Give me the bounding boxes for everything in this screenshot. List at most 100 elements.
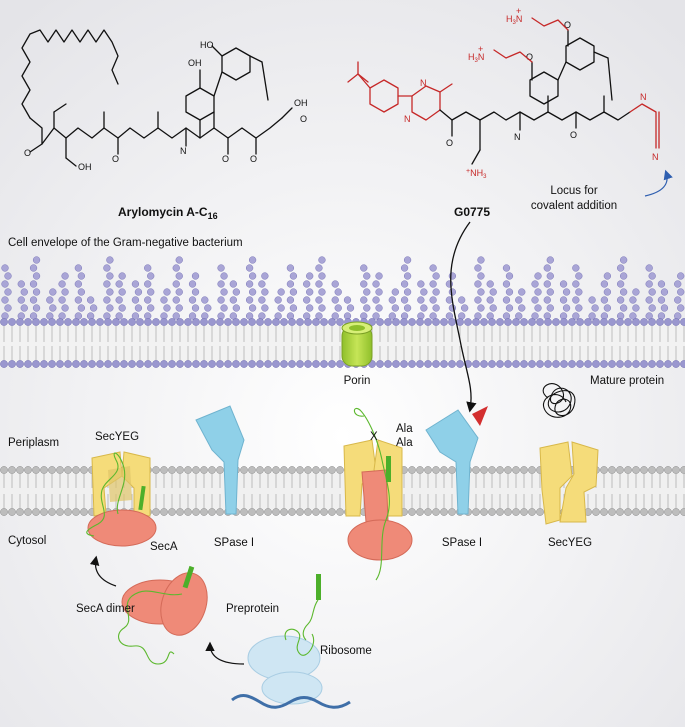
lipid-head xyxy=(408,466,416,474)
lipid-head xyxy=(240,466,248,474)
lipid-head xyxy=(664,466,672,474)
lps-sugar xyxy=(245,296,254,304)
lps-sugar xyxy=(163,304,171,312)
lps-sugar xyxy=(420,304,428,312)
lipid-head xyxy=(296,318,304,326)
lipid-head xyxy=(80,360,88,368)
lps-sugar xyxy=(86,296,95,304)
lps-sugar xyxy=(61,272,69,280)
lipid-head xyxy=(448,360,456,368)
lps-sugar xyxy=(172,280,180,288)
lipid-head xyxy=(184,318,192,326)
seca-dimer-label: SecA dimer xyxy=(76,603,135,615)
arylomycin-label: Arylomycin A-C16 xyxy=(118,205,218,221)
lipid-head xyxy=(672,466,680,474)
lps-sugar xyxy=(543,264,551,272)
lipid-head xyxy=(456,318,464,326)
lps-sugar xyxy=(375,288,383,296)
atom-o-ether-1: O xyxy=(526,52,533,62)
lps-sugar xyxy=(588,312,596,320)
lps-sugar xyxy=(175,272,183,280)
lipid-head xyxy=(496,466,504,474)
lipid-head xyxy=(320,466,328,474)
lps-sugar xyxy=(531,312,539,320)
lipid-head xyxy=(528,360,536,368)
lipid-head xyxy=(520,508,528,516)
atom-nh3-bottom: +NH3 xyxy=(466,168,487,180)
lps-sugar xyxy=(388,312,396,320)
lipid-head xyxy=(320,318,328,326)
lipid-head xyxy=(320,360,328,368)
curved-arrow-icon xyxy=(450,221,477,413)
lipid-head xyxy=(32,318,40,326)
atom-o-3: O xyxy=(222,154,229,164)
lipid-head xyxy=(96,360,104,368)
lipid-head xyxy=(200,508,208,516)
lps-sugar xyxy=(103,296,111,304)
lipid-head xyxy=(272,360,280,368)
lps-sugar xyxy=(474,296,482,304)
lipid-head xyxy=(544,318,552,326)
lipid-head xyxy=(0,508,8,516)
bond xyxy=(471,149,481,165)
aryl-ring-3 xyxy=(529,71,559,105)
lps-sugar xyxy=(220,288,228,296)
lps-sugar xyxy=(258,280,266,288)
lps-sugar xyxy=(131,296,140,304)
lipid-head xyxy=(648,466,656,474)
lps-sugar xyxy=(4,272,12,280)
lps-sugar xyxy=(315,280,323,288)
lps-sugar xyxy=(474,264,482,272)
lps-sugar xyxy=(261,304,269,312)
lps-sugar xyxy=(29,280,38,288)
lipid-head xyxy=(304,318,312,326)
lipid-head xyxy=(192,360,200,368)
lps-sugar xyxy=(531,296,539,304)
lipid-head xyxy=(200,318,208,326)
lipid-head xyxy=(216,360,224,368)
lipid-head xyxy=(184,508,192,516)
lipid-head xyxy=(640,318,648,326)
lipid-head xyxy=(616,508,624,516)
lps-sugar xyxy=(172,296,180,304)
lps-sugar xyxy=(248,272,257,280)
arylomycin-structure: HO OH OH O O OH O N O O xyxy=(21,29,308,172)
lipid-head xyxy=(528,318,536,326)
lipid-head xyxy=(256,318,264,326)
lipid-head xyxy=(128,318,136,326)
lipid-head xyxy=(48,318,56,326)
atom-o-4: O xyxy=(250,154,257,164)
lps-sugar xyxy=(543,296,551,304)
signal-peptide-ribosome xyxy=(316,574,321,600)
mrna-strand xyxy=(231,694,351,709)
lps-sugar xyxy=(619,288,628,296)
lipid-head xyxy=(472,318,480,326)
lps-sugar xyxy=(106,272,114,280)
lipid-head xyxy=(32,508,40,516)
lps-sugar xyxy=(588,296,596,304)
lipid-head xyxy=(600,508,608,516)
lipid-head xyxy=(664,318,672,326)
charge-plus-2: + xyxy=(516,6,521,16)
lps-sugar xyxy=(534,304,542,312)
lipid-head xyxy=(592,360,600,368)
lps-sugar xyxy=(286,264,295,272)
atom-n-pyr-1: N xyxy=(420,78,427,88)
lps-sugar xyxy=(191,304,200,312)
lipid-head xyxy=(680,508,685,516)
lipid-head xyxy=(664,508,672,516)
lps-sugar xyxy=(217,280,225,288)
lps-sugar xyxy=(518,288,526,296)
lipid-head xyxy=(632,466,640,474)
lps-sugar xyxy=(306,272,314,280)
lps-sugar xyxy=(172,312,180,320)
lipid-head xyxy=(440,318,448,326)
lps-sugar xyxy=(77,304,86,312)
lps-sugar xyxy=(591,304,599,312)
lipid-head xyxy=(152,466,160,474)
lipid-head xyxy=(280,466,288,474)
lipid-head xyxy=(608,360,616,368)
lps-sugar xyxy=(106,256,114,264)
lps-sugar xyxy=(289,304,298,312)
lipid-head xyxy=(128,360,136,368)
